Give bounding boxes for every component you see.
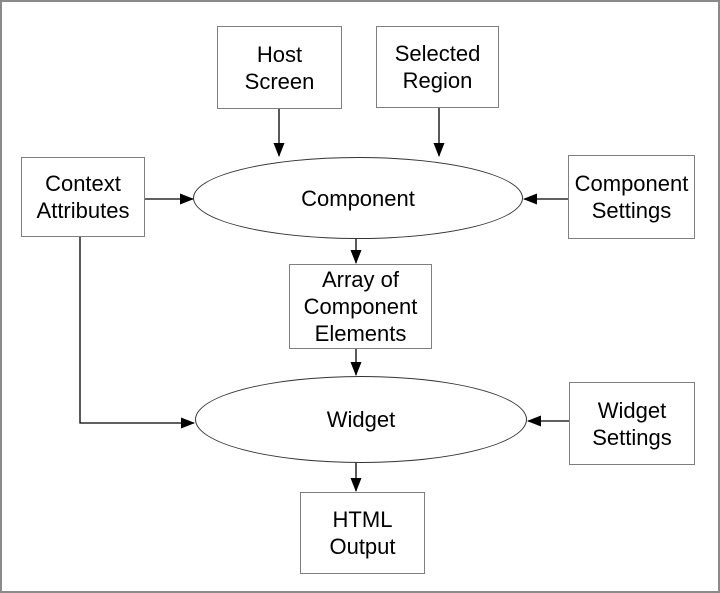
node-host-screen: Host Screen [217,26,342,109]
node-widget-settings: Widget Settings [569,382,695,465]
node-component: Component [193,157,523,239]
node-widget: Widget [195,376,527,463]
arrow-context-attributes-to-widget [79,237,195,429]
node-array-of-component-elements: Array of Component Elements [289,264,432,349]
node-context-attributes: Context Attributes [21,157,145,237]
node-component-settings: Component Settings [568,155,695,239]
node-html-output: HTML Output [300,492,425,574]
node-selected-region: Selected Region [376,26,499,108]
